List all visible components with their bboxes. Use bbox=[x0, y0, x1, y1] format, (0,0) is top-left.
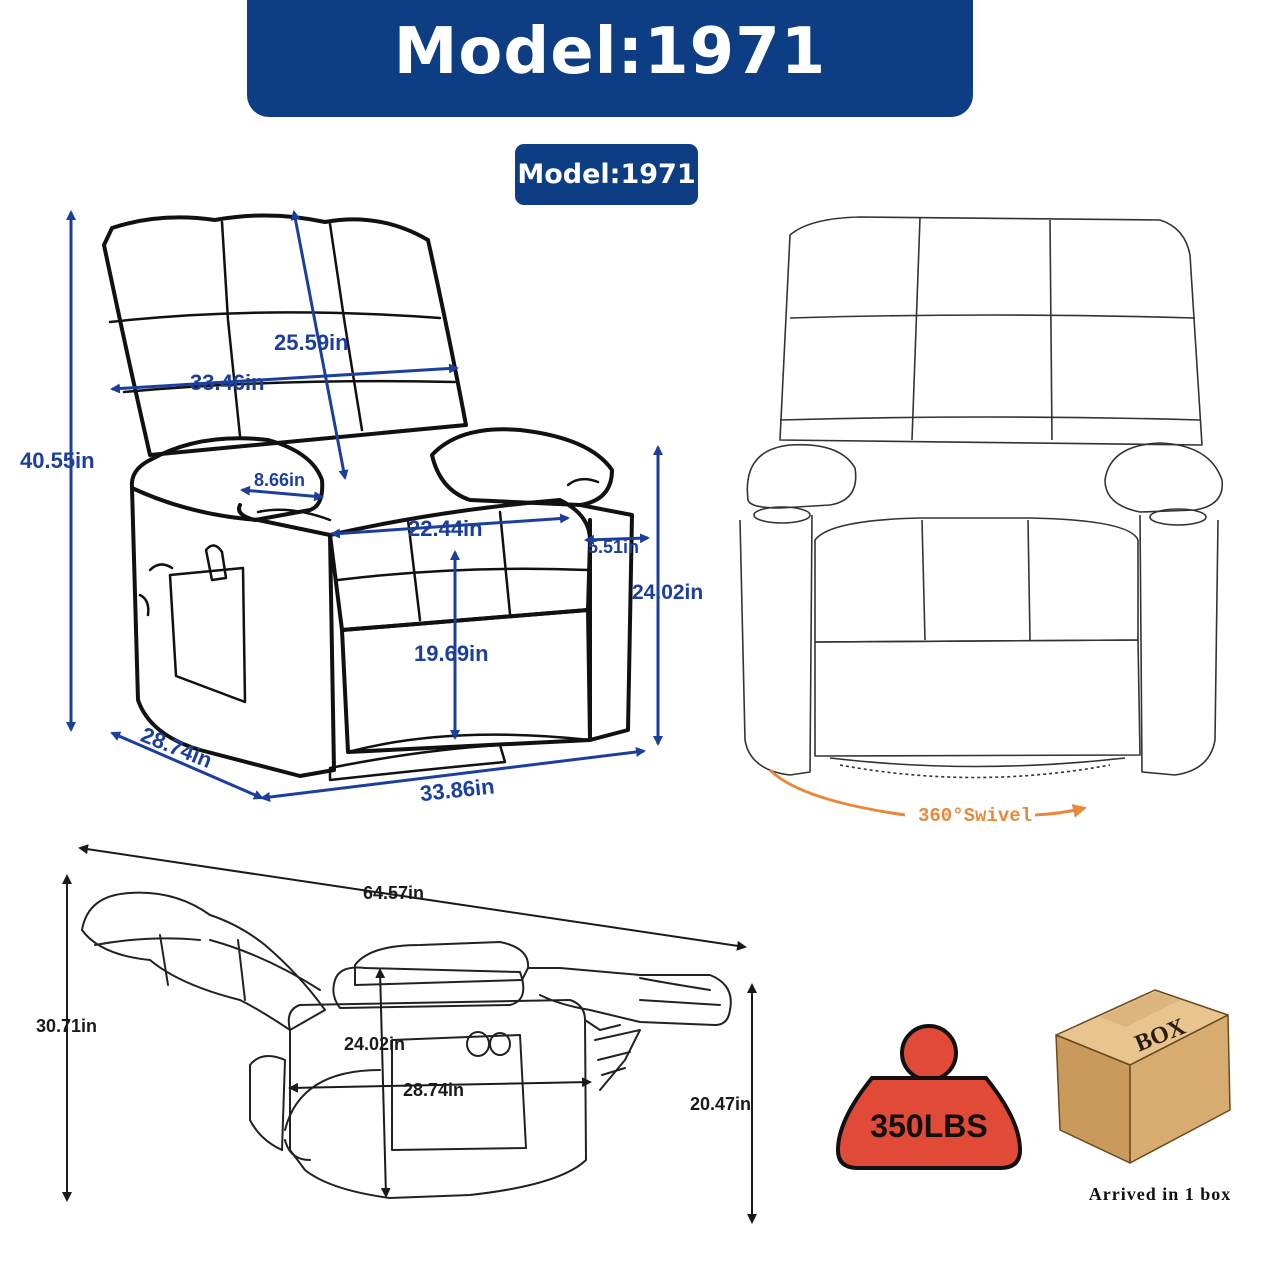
swivel-recliner-drawing bbox=[739, 216, 1224, 779]
weight-capacity-icon: 350LBS bbox=[835, 1024, 1023, 1170]
front-recliner-drawing bbox=[102, 213, 634, 782]
dim-depth: 28.74in bbox=[137, 722, 216, 773]
front-dimension-labels: 40.55in 25.59in 33.46in 8.66in 22.44in 5… bbox=[20, 330, 703, 806]
dim-back-height: 25.59in bbox=[274, 330, 349, 355]
dim-reclined-seat-depth: 28.74in bbox=[403, 1080, 464, 1100]
model-badge: Model:1971 bbox=[515, 144, 698, 205]
weight-capacity-label: 350LBS bbox=[870, 1108, 987, 1144]
dim-reclined-seat-height: 20.47in bbox=[690, 1094, 751, 1114]
page-title: Model:1971 bbox=[393, 14, 827, 89]
header-banner: Model:1971 bbox=[247, 0, 973, 117]
dim-arm-height: 24.02in bbox=[632, 581, 703, 604]
reclined-recliner-drawing bbox=[81, 891, 732, 1199]
dim-seat-width: 22.44in bbox=[408, 516, 483, 541]
reclined-dimension-labels: 64.57in 30.71in 24.02in 28.74in 20.47in bbox=[36, 883, 751, 1114]
dim-seat-height: 19.69in bbox=[414, 641, 489, 666]
dim-overall-height: 40.55in bbox=[20, 448, 95, 473]
dim-armrest-offset: 5.51in bbox=[588, 537, 639, 557]
swivel-indicator: 360°Swivel bbox=[768, 768, 1087, 827]
reclined-dimension-lines bbox=[62, 844, 757, 1224]
dim-back-width: 33.46in bbox=[190, 370, 265, 395]
shipping-box-icon: BOX bbox=[1055, 989, 1231, 1164]
swivel-label: 360°Swivel bbox=[918, 805, 1032, 827]
dim-reclined-height: 30.71in bbox=[36, 1016, 97, 1036]
dim-reclined-arm-height: 24.02in bbox=[344, 1034, 405, 1054]
dim-reclined-length: 64.57in bbox=[363, 883, 424, 903]
box-caption: Arrived in 1 box bbox=[1088, 1184, 1232, 1204]
front-dimension-lines bbox=[66, 210, 663, 802]
dim-armrest-width: 8.66in bbox=[254, 470, 305, 490]
model-badge-label: Model:1971 bbox=[517, 159, 696, 190]
